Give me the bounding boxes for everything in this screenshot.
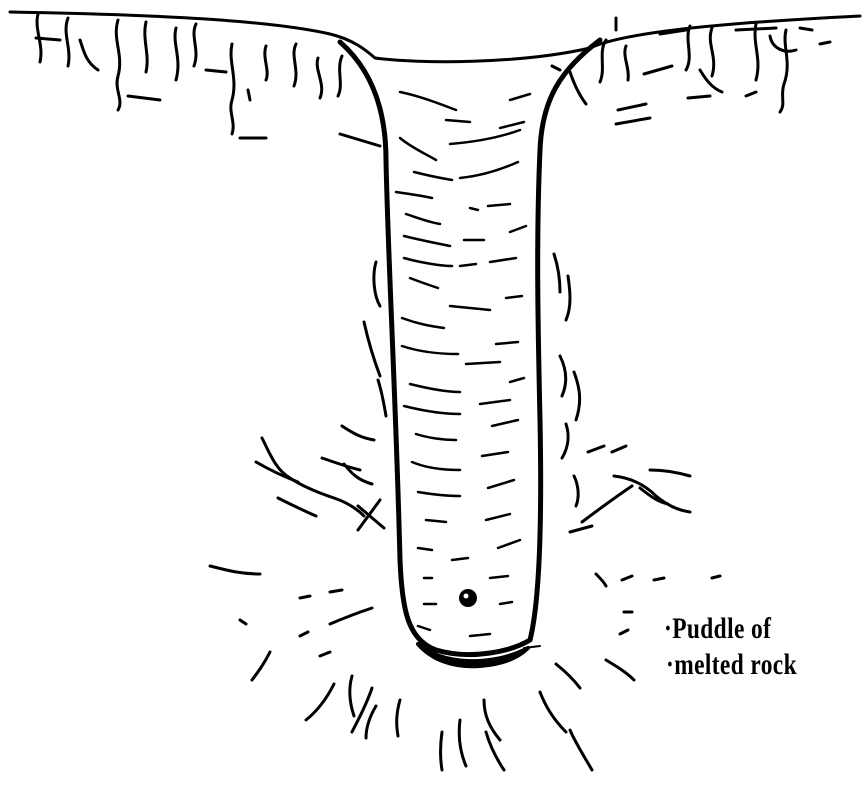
puddle-label-line-2: ·melted rock bbox=[666, 650, 797, 680]
ground-surface-line bbox=[10, 12, 860, 62]
borehole-interior-hatching bbox=[396, 92, 530, 636]
probe-marker bbox=[459, 589, 477, 607]
fracture-lines-left bbox=[256, 262, 386, 530]
fracture-lines-right bbox=[554, 254, 690, 532]
borehole-outline bbox=[340, 40, 600, 655]
puddle-label-line-1: ·Puddle of bbox=[664, 614, 771, 644]
puddle-pointer bbox=[524, 646, 540, 648]
topsoil-texture-right bbox=[552, 18, 830, 124]
probe-marker-highlight bbox=[464, 594, 469, 599]
